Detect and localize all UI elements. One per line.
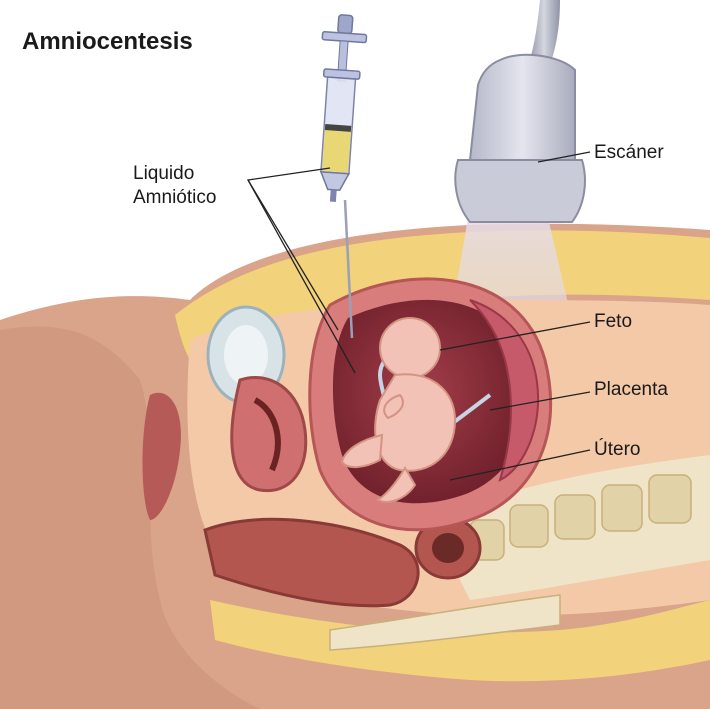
diagram-title: Amniocentesis xyxy=(22,28,193,56)
scanner-probe xyxy=(470,55,575,160)
label-uterus: Útero xyxy=(594,438,640,462)
label-scanner: Escáner xyxy=(594,141,664,165)
syringe xyxy=(311,14,368,204)
label-fetus: Feto xyxy=(594,310,632,334)
label-placenta: Placenta xyxy=(594,378,668,402)
label-amniotic-fluid-line2: Amniótico xyxy=(133,186,216,210)
scanner-head xyxy=(455,160,585,222)
label-amniotic-fluid-line1: Liquido xyxy=(133,162,194,186)
